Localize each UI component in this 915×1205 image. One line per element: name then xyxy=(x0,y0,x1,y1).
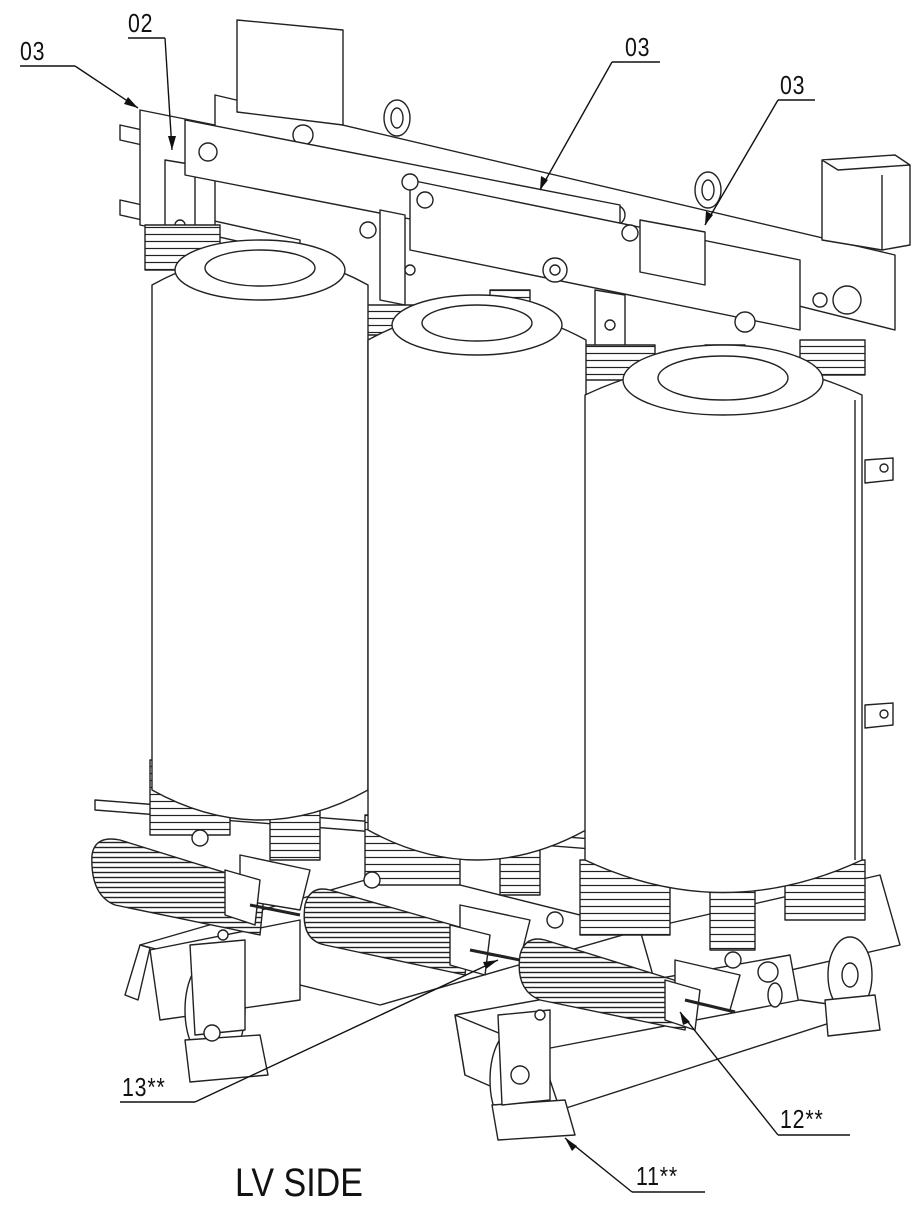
lv-side-label: LV SIDE xyxy=(235,1161,363,1205)
terminal-box xyxy=(821,154,911,251)
hv-bars xyxy=(139,109,828,361)
leader-arrowheads xyxy=(124,97,713,1151)
coil-middle xyxy=(367,294,587,861)
wheel-left xyxy=(184,939,269,1083)
fan-left xyxy=(91,838,311,936)
wheel-right xyxy=(489,1009,576,1141)
callout-13: 13** xyxy=(122,1072,166,1102)
callout-03-middle: 03 xyxy=(625,32,651,62)
fan-right xyxy=(518,938,741,1031)
coil-right xyxy=(584,344,863,894)
leader-lines xyxy=(20,37,850,1193)
callout-03-left: 03 xyxy=(20,36,46,66)
callout-02: 02 xyxy=(128,8,154,38)
callout-11: 11** xyxy=(636,1161,679,1191)
coil-left xyxy=(151,239,369,821)
callout-03-right: 03 xyxy=(780,70,806,100)
nameplate-top xyxy=(236,19,344,126)
callout-12: 12** xyxy=(780,1104,824,1134)
